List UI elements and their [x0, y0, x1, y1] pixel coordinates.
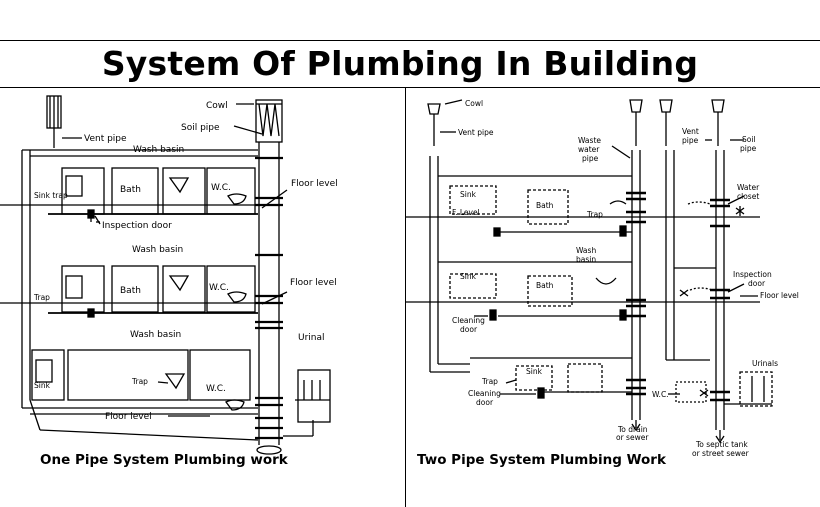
- soil-pipe-label-right-1: Soil: [742, 135, 756, 144]
- top-rule: [0, 40, 820, 41]
- sink-trap-label: Sink trap: [34, 191, 68, 200]
- floor-level-label-1: Floor level: [291, 179, 338, 189]
- panel-divider: [405, 88, 406, 507]
- cleaning-door-label-right-4: door: [476, 398, 494, 407]
- trap-label-right-1: Trap: [586, 210, 603, 219]
- vent-pipe-label-left: Vent pipe: [84, 134, 127, 144]
- bath-label-2: Bath: [120, 286, 141, 296]
- waste-water-pipe-label-2: water: [578, 145, 600, 154]
- soil-pipe-label-right-2: pipe: [740, 144, 757, 153]
- urinals-label: Urinals: [752, 359, 778, 368]
- sink-label-right-1: Sink: [460, 190, 477, 199]
- title-underline: [0, 87, 820, 88]
- soil-pipe-label-left: Soil pipe: [181, 123, 220, 133]
- trap-label-floor3: Trap: [131, 377, 148, 386]
- wc-label-1: W.C.: [211, 183, 231, 193]
- wc-label-2: W.C.: [209, 283, 229, 293]
- sink-label-left: Sink: [34, 381, 51, 390]
- water-closet-label-2: closet: [737, 192, 759, 201]
- to-drain-label-2: or sewer: [616, 433, 649, 442]
- wc-label-3: W.C.: [206, 384, 226, 394]
- floor-level-label-right: Floor level: [760, 291, 799, 300]
- cowl-label-right: Cowl: [465, 99, 483, 108]
- wash-basin-label-3: Wash basin: [130, 330, 181, 340]
- floor-level-label-3: Floor level: [105, 412, 152, 422]
- two-pipe-caption: Two Pipe System Plumbing Work: [417, 452, 666, 468]
- f-level-label: F. Level: [452, 208, 480, 217]
- sink-label-right-2: Sink: [460, 272, 477, 281]
- waste-water-pipe-label-3: pipe: [582, 154, 599, 163]
- floor-level-label-2: Floor level: [290, 278, 337, 288]
- trap-label-left: Trap: [33, 293, 50, 302]
- sink-label-right-3: Sink: [526, 367, 543, 376]
- page-title: System Of Plumbing In Building: [101, 44, 699, 83]
- waste-water-pipe-label-1: Waste: [578, 136, 601, 145]
- one-pipe-labels: Cowl Soil pipe Vent pipe Wash basin Sink…: [33, 101, 338, 422]
- vent-pipe-2-label-1: Vent: [682, 127, 699, 136]
- two-pipe-labels: Cowl Vent pipe Waste water pipe Vent pip…: [452, 99, 799, 458]
- urinal-label: Urinal: [298, 333, 325, 343]
- bath-label-1: Bath: [120, 185, 141, 195]
- inspection-door-label-right-1: Inspection: [733, 270, 772, 279]
- bath-label-right-2: Bath: [536, 281, 554, 290]
- wash-basin-label-2: Wash basin: [132, 245, 183, 255]
- cowl-label-left: Cowl: [206, 101, 228, 111]
- vent-pipe-label-right: Vent pipe: [458, 128, 494, 137]
- one-pipe-system-diagram: [0, 95, 331, 455]
- wc-label-right: W.C.: [652, 390, 669, 399]
- wash-basin-label-1: Wash basin: [133, 145, 184, 155]
- wash-basin-label-right-1: Wash: [576, 246, 596, 255]
- trap-label-right-2: Trap: [481, 377, 498, 386]
- water-closet-label-1: Water: [737, 183, 760, 192]
- vent-pipe-2-label-2: pipe: [682, 136, 699, 145]
- two-pipe-system-diagram: [406, 99, 773, 444]
- inspection-door-label: Inspection door: [102, 221, 172, 231]
- wash-basin-label-right-2: basin: [576, 255, 596, 264]
- septic-label-2: or street sewer: [692, 449, 750, 458]
- septic-label-1: To septic tank: [695, 440, 748, 449]
- cleaning-door-label-right-2: door: [460, 325, 478, 334]
- cleaning-door-label-right-3: Cleaning: [468, 389, 501, 398]
- cleaning-door-label-right-1: Cleaning: [452, 316, 485, 325]
- bath-label-right-1: Bath: [536, 201, 554, 210]
- to-drain-label-1: To drain: [617, 425, 648, 434]
- inspection-door-label-right-2: door: [748, 279, 766, 288]
- one-pipe-caption: One Pipe System Plumbing work: [40, 452, 288, 468]
